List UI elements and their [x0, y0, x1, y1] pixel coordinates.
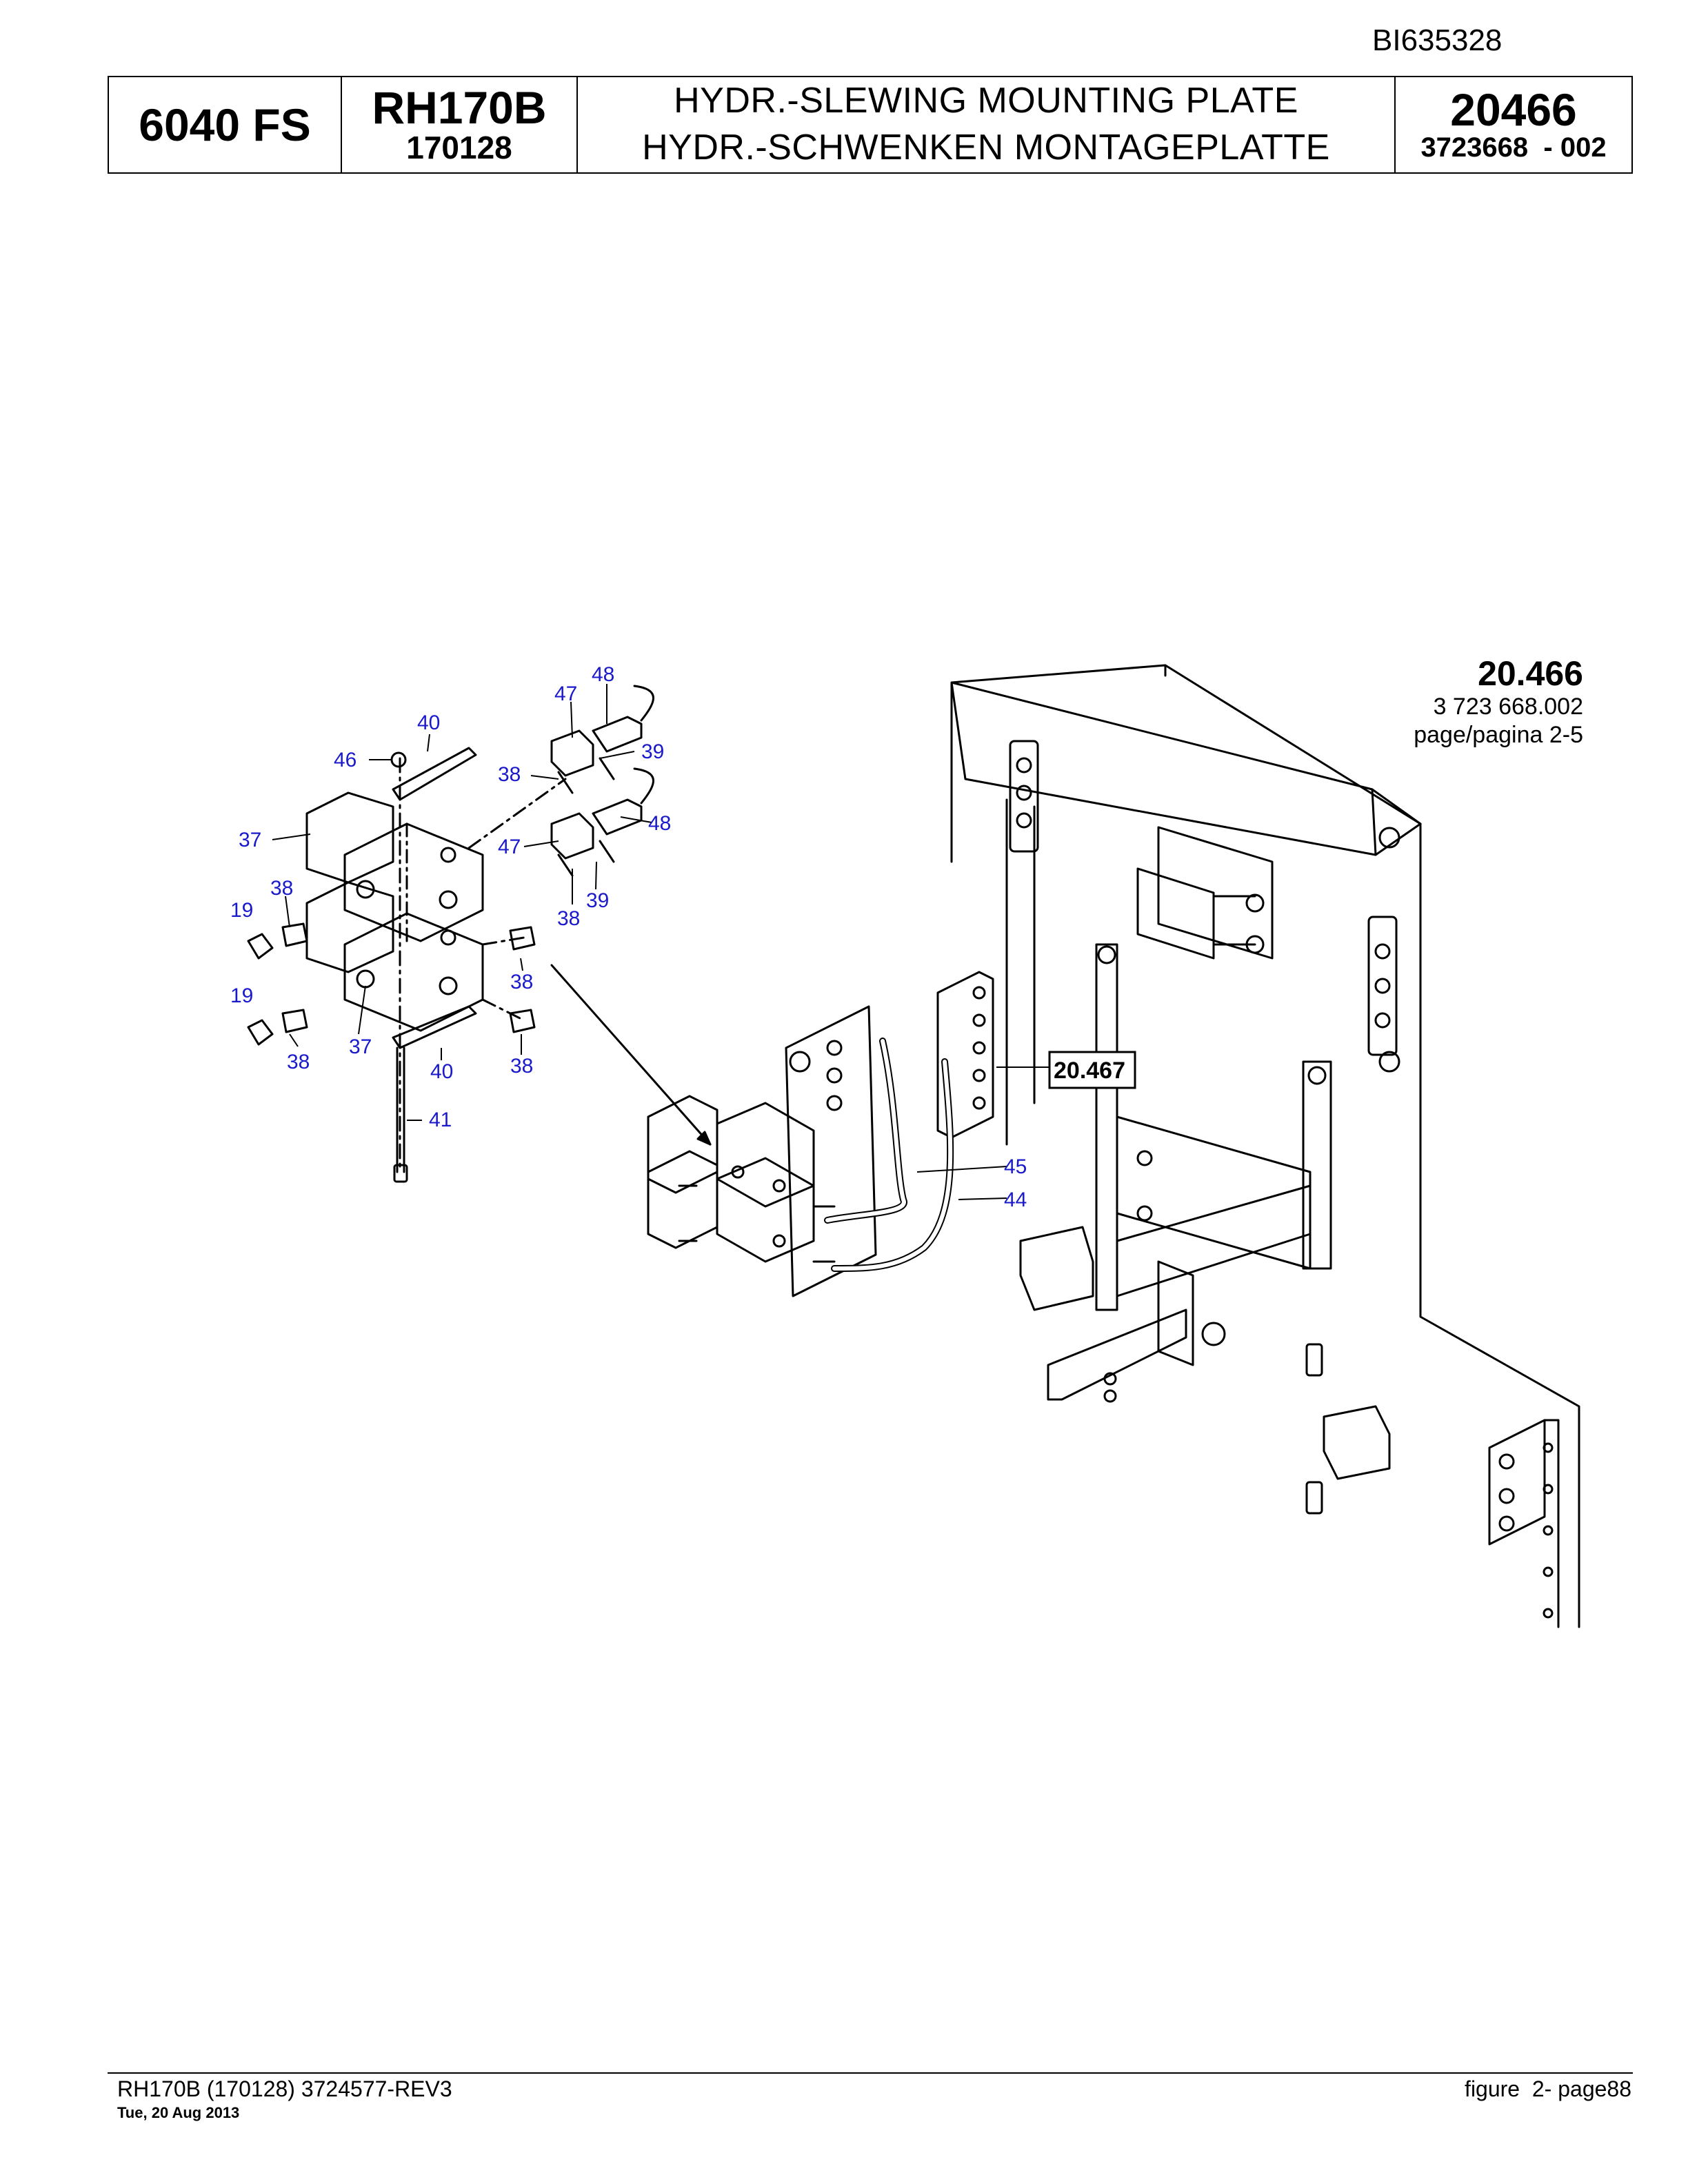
tee-47-upper — [550, 729, 594, 777]
fitting-38-lower-left — [281, 1009, 308, 1033]
callout-44: 44 — [1004, 1189, 1027, 1211]
drawing-number: 20.466 — [1478, 654, 1583, 693]
title-block: 6040 FS RH170B 170128 HYDR.-SLEWING MOUN… — [108, 76, 1633, 174]
assembled-valve-upper — [716, 1102, 815, 1208]
elbow-19-upper — [247, 933, 274, 960]
title-cell: HYDR.-SLEWING MOUNTING PLATE HYDR.-SCHWE… — [578, 77, 1396, 172]
part-number: 3723668 - 002 — [1420, 132, 1607, 163]
bracket-upper-right — [1157, 826, 1274, 960]
drawing-part: 3 723 668.002 — [1433, 694, 1583, 720]
footer-date: Tue, 20 Aug 2013 — [117, 2104, 240, 2121]
fitting-38-upper-right — [509, 926, 536, 951]
strap-40-top — [392, 747, 477, 801]
model-code: 6040 FS — [139, 99, 311, 150]
model-cell: 6040 FS — [109, 77, 342, 172]
callout-38-switch-lower: 38 — [557, 907, 580, 930]
distributor-block — [936, 971, 994, 1139]
callout-19-lower: 19 — [230, 984, 253, 1007]
callout-39-upper: 39 — [641, 740, 664, 763]
junction-box-1 — [1019, 1226, 1094, 1311]
section-number: 20466 — [1450, 84, 1577, 135]
section-cell: 20466 3723668 - 002 — [1396, 77, 1631, 172]
callout-40-upper: 40 — [417, 711, 440, 734]
callout-38-lower-right: 38 — [510, 1055, 533, 1078]
callout-19-upper: 19 — [230, 899, 253, 922]
callout-41: 41 — [429, 1109, 452, 1131]
callout-38-lower-left: 38 — [287, 1051, 310, 1073]
assembled-solenoid-upper — [647, 1095, 719, 1194]
machine-name: RH170B — [372, 81, 547, 133]
bracket-middle — [1116, 1115, 1312, 1270]
subassembly-ref-box[interactable] — [1048, 1051, 1136, 1089]
title-german: HYDR.-SCHWENKEN MONTAGEPLATTE — [642, 128, 1330, 168]
subassembly-ref-label: 20.467 — [1054, 1058, 1125, 1084]
drawing-page: page/pagina 2-5 — [1414, 721, 1583, 748]
drawing-reference: 20.466 3 723 668.002 page/pagina 2-5 — [1379, 655, 1583, 749]
callout-39-lower: 39 — [586, 889, 609, 912]
callout-47-upper: 47 — [554, 682, 577, 705]
fitting-38-lower-right — [509, 1009, 536, 1033]
solenoid-37-upper — [305, 791, 394, 884]
valve-block-upper — [343, 822, 484, 942]
machine-cell: RH170B 170128 — [342, 77, 578, 172]
callout-48-lower: 48 — [648, 812, 671, 835]
tee-47-lower — [550, 812, 594, 860]
callout-47-lower: 47 — [498, 836, 521, 858]
assembly-arrow — [550, 964, 712, 1146]
footer-document: RH170B (170128) 3724577-REV3 — [117, 2076, 452, 2101]
serial-number: 170128 — [406, 129, 512, 165]
callout-45: 45 — [1004, 1155, 1027, 1178]
callout-38-upper-right: 38 — [510, 971, 533, 993]
callout-37-lower: 37 — [349, 1035, 372, 1058]
switch-48-upper — [592, 716, 643, 753]
elbow-19-lower — [247, 1019, 274, 1046]
bracket-lower — [1047, 1308, 1187, 1401]
junction-box-2 — [1323, 1405, 1391, 1480]
document-id: BI635328 — [1372, 23, 1503, 57]
callout-38-upper-left: 38 — [270, 877, 293, 900]
fitting-38-upper-left — [281, 922, 308, 947]
callout-40-lower: 40 — [430, 1060, 453, 1083]
callout-48-upper: 48 — [592, 663, 614, 686]
bolt-41 — [396, 1046, 405, 1173]
strap-40-bottom — [392, 1005, 477, 1049]
valve-block-lower — [343, 912, 484, 1032]
assembled-valve-lower — [716, 1157, 815, 1263]
callout-37-upper: 37 — [239, 829, 261, 851]
footer-page: figure 2- page88 — [1465, 2076, 1631, 2101]
nut-46 — [390, 751, 407, 768]
bracket-right — [1367, 916, 1398, 1056]
callout-38-switch-upper: 38 — [498, 763, 521, 786]
footer-rule — [108, 2072, 1633, 2074]
callout-46: 46 — [334, 749, 356, 771]
title-english: HYDR.-SLEWING MOUNTING PLATE — [674, 81, 1298, 121]
switch-48-lower — [592, 798, 643, 836]
plate-bracket-left — [1009, 740, 1039, 853]
mounting-plate — [950, 664, 1580, 1628]
